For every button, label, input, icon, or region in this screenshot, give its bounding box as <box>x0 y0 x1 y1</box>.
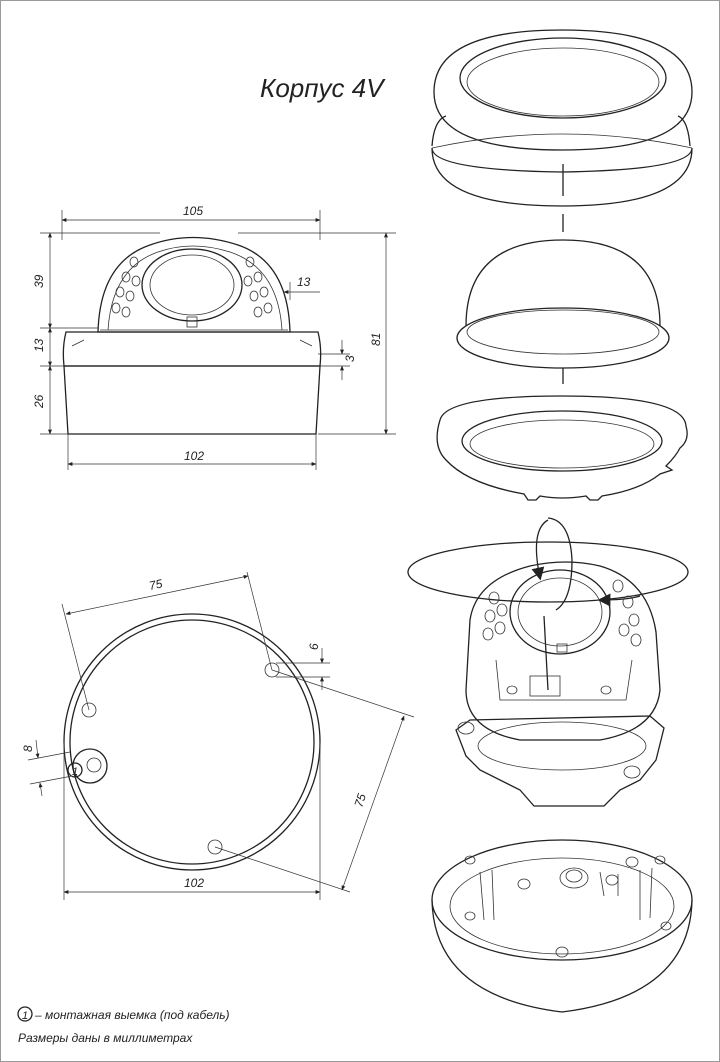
base-inner-circle <box>69 619 315 865</box>
dim-base-diameter: 102 <box>184 876 204 890</box>
mount-hole <box>81 702 97 718</box>
legend-notes: 1 – монтажная выемка (под кабель) Размер… <box>17 1006 230 1045</box>
callout-marker <box>67 762 83 778</box>
cable-slot <box>72 748 108 784</box>
front-view-dimensions: 105 39 13 26 13 3 81 102 <box>32 204 396 470</box>
dim-hole-spacing-b: 75 <box>352 792 370 809</box>
callout-number-bottom: 1 <box>72 766 78 778</box>
front-view <box>62 236 322 435</box>
camera-module <box>455 561 665 807</box>
mount-hole <box>207 839 223 855</box>
dim-hole-dia: 6 <box>307 643 321 650</box>
base-body <box>63 365 321 435</box>
exploded-view <box>407 29 693 1013</box>
ir-led-array-left <box>111 256 141 318</box>
legend-callout-marker <box>17 1006 33 1022</box>
legend-callout-text: – монтажная выемка (под кабель) <box>34 1008 230 1022</box>
mount-hole <box>264 662 280 678</box>
dim-lens-offset: 13 <box>297 275 311 289</box>
dim-slot-dia: 8 <box>21 745 35 752</box>
lens-window <box>141 248 243 322</box>
base-outer-circle <box>63 613 321 871</box>
clear-dome <box>456 239 670 369</box>
drawing-title: Корпус 4V <box>260 73 386 103</box>
ir-led-array-right <box>243 256 273 318</box>
legend-callout-number: 1 <box>22 1010 28 1022</box>
dim-ring-height: 13 <box>32 338 46 352</box>
mounting-ring <box>436 395 688 501</box>
ring-body <box>62 331 322 367</box>
dim-total-height: 81 <box>369 333 383 346</box>
bottom-view: 1 <box>63 613 321 871</box>
base-housing <box>431 839 693 1013</box>
units-note: Размеры даны в миллиметрах <box>18 1031 193 1045</box>
dim-bottom-width: 102 <box>184 449 204 463</box>
dim-base-height: 26 <box>32 394 46 409</box>
dim-gap: 3 <box>343 355 357 362</box>
dome-shell <box>97 236 291 333</box>
rotation-indicator <box>407 517 689 691</box>
dim-hole-spacing-a: 75 <box>148 576 164 593</box>
bottom-view-dimensions: 75 75 6 8 102 <box>21 571 415 900</box>
dim-top-width: 105 <box>183 204 203 218</box>
trim-ring <box>431 29 693 207</box>
dim-dome-height: 39 <box>32 274 46 288</box>
